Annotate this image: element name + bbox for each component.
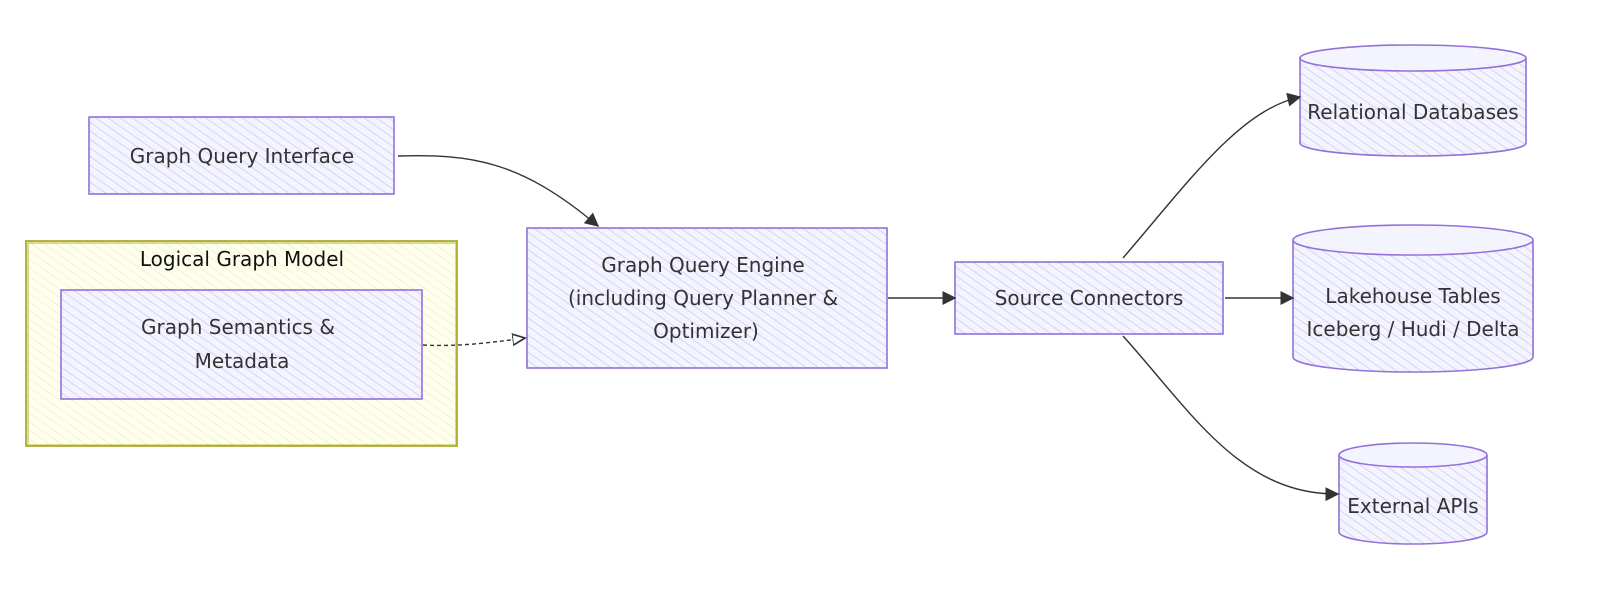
node-graph-semantics[interactable]: Graph Semantics & Metadata	[60, 289, 423, 400]
node-lakehouse-tables[interactable]: Lakehouse Tables Iceberg / Hudi / Delta	[1292, 224, 1534, 373]
node-engine-line1: Graph Query Engine	[601, 253, 804, 277]
node-lakehouse-line1: Lakehouse Tables	[1325, 284, 1500, 308]
node-engine-line3: Optimizer)	[653, 319, 759, 343]
node-external-apis[interactable]: External APIs	[1338, 442, 1488, 545]
node-graph-query-interface[interactable]: Graph Query Interface	[88, 116, 395, 195]
group-title: Logical Graph Model	[140, 247, 344, 271]
node-relational-label: Relational Databases	[1307, 100, 1518, 124]
node-engine-line2: (including Query Planner &	[568, 286, 838, 310]
edge-semantics-to-engine	[422, 338, 525, 345]
node-lakehouse-line2: Iceberg / Hudi / Delta	[1307, 317, 1520, 341]
node-connectors-label: Source Connectors	[995, 286, 1184, 310]
node-semantics-line2: Metadata	[195, 349, 290, 373]
node-external-label: External APIs	[1347, 494, 1478, 518]
node-relational-databases[interactable]: Relational Databases	[1299, 44, 1527, 157]
edges	[397, 92, 1340, 502]
edge-connectors-to-relational	[1122, 92, 1302, 259]
node-semantics-line1: Graph Semantics &	[141, 315, 335, 339]
node-source-connectors[interactable]: Source Connectors	[954, 261, 1224, 335]
edge-connectors-to-external	[1122, 335, 1340, 502]
edge-interface-to-engine	[397, 155, 600, 227]
node-graph-query-engine[interactable]: Graph Query Engine (including Query Plan…	[526, 227, 888, 369]
node-interface-label: Graph Query Interface	[130, 144, 354, 168]
